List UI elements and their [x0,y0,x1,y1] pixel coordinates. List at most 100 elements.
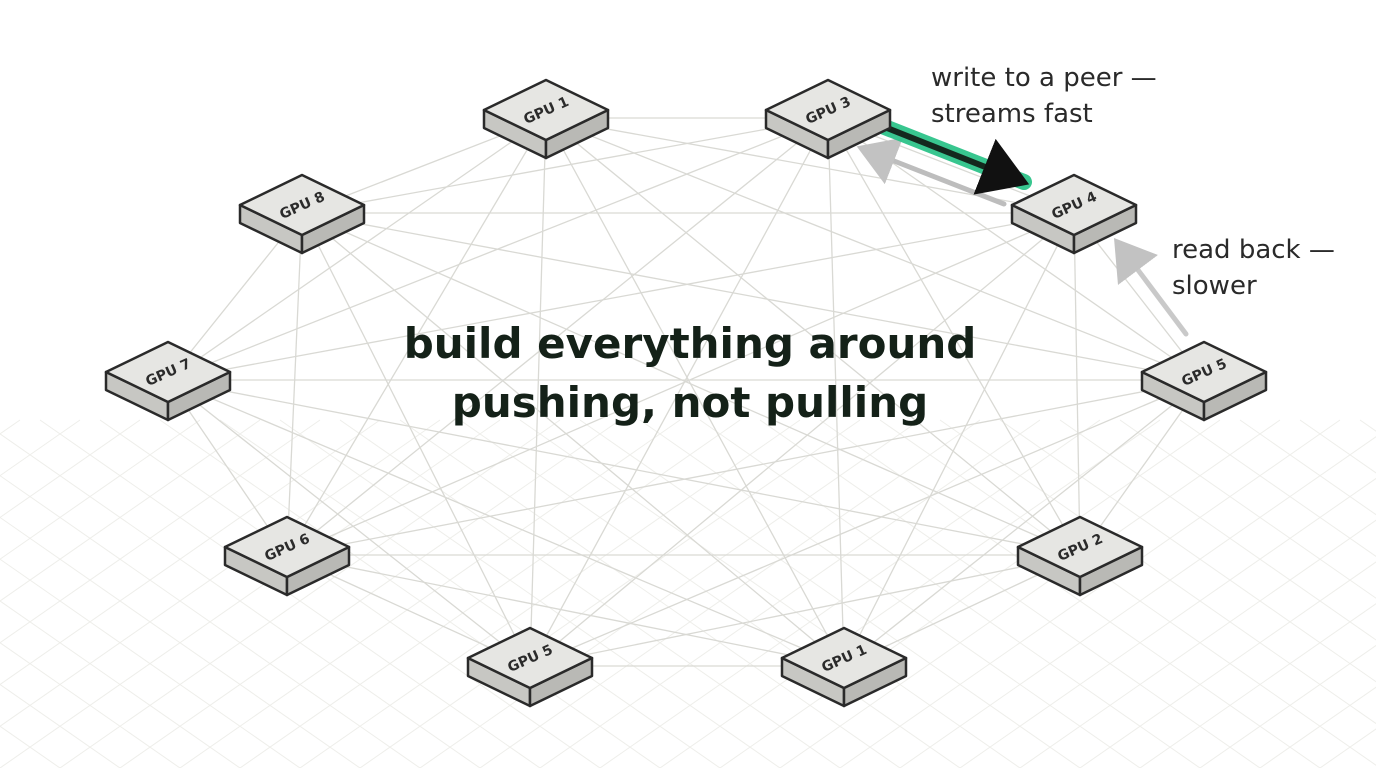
grid-line [459,419,961,768]
mesh-link [286,554,845,667]
transfer-arrows [856,114,1189,337]
gpu-node-n6: GPU 6 [223,515,351,597]
mesh-link [286,117,829,556]
mesh-link [286,212,1075,556]
gpu-node-n3: GPU 3 [764,78,892,160]
mesh-link [286,379,1205,556]
grid-line [819,419,1321,768]
gpu-box-top [104,340,232,404]
read-annotation-line-2: slower [1172,271,1257,301]
mesh-link [167,379,531,667]
gpu-node-n1: GPU 1 [482,78,610,160]
grid-line [879,419,1376,766]
grid-line [699,419,1201,768]
grid-line [1319,728,1376,768]
grid-line [1139,603,1376,768]
grid-line [1179,419,1376,558]
gpu-box-top [780,626,908,690]
grid-line [279,419,781,768]
mesh-link [529,379,1205,667]
gpu-box-top [466,626,594,690]
grid-line [1199,644,1376,768]
mesh-link [286,117,547,556]
grid-line [839,419,1341,768]
grid-line [759,419,1261,768]
grid-line [119,419,621,768]
gpu-node-n2: GPU 2 [1016,515,1144,597]
grid-line [219,419,721,768]
grid-line [0,419,381,686]
grid-line [339,419,841,768]
gpu-box-top [764,78,892,142]
grid-line [1079,561,1376,768]
grid-line [899,436,1376,768]
interconnect-mesh [167,117,1205,667]
grid-line [99,419,601,768]
read-annotation-line-1: read back — [1172,235,1335,265]
grid-line [1359,419,1376,432]
mesh-link [529,212,1075,667]
gpu-box-top [1016,515,1144,579]
return-arrow [856,137,1007,207]
grid-line [1239,419,1376,516]
gpu-box-top [1140,340,1268,404]
mesh-link [167,117,547,381]
grid-line [299,419,801,768]
mesh-link [301,212,845,667]
mesh-link [301,212,1081,556]
grid-line [1019,519,1376,768]
write-arrow [869,119,1030,195]
grid-line [159,419,661,768]
gpu-node-n5r: GPU 5 [1140,340,1268,422]
grid-line [0,419,81,477]
gpu-box-top [1010,173,1138,237]
mesh-link [301,212,531,667]
grid-line [0,419,261,602]
grid-line [1059,419,1376,641]
grid-line [719,419,1221,768]
mesh-link [1073,212,1081,556]
grid-line [1259,686,1376,768]
grid-line [599,419,1101,768]
grid-line [399,419,901,768]
gpu-node-n1b: GPU 1 [780,626,908,708]
grid-line [0,683,121,768]
write-annotation: write to a peer — streams fast [931,60,1157,132]
grid-line [1119,419,1376,599]
write-annotation-line-1: write to a peer — [931,63,1157,93]
gpu-node-n4: GPU 4 [1010,173,1138,255]
headline-line-1: build everything around [403,319,977,368]
mesh-link [286,212,303,556]
mesh-link [545,117,1081,556]
grid-line [0,419,201,560]
grid-line [359,419,861,768]
grid-line [0,475,421,768]
grid-line [0,419,501,768]
mesh-link [529,117,547,667]
grid-line [999,419,1376,683]
grid-line [959,477,1376,768]
mesh-link [301,212,1205,381]
grid-line [239,419,741,768]
grid-line [779,419,1281,768]
grid-line [659,419,1161,768]
grid-line [0,419,441,727]
headline: build everything around pushing, not pul… [340,314,1040,432]
gpu-box-top [482,78,610,142]
write-annotation-line-2: streams fast [931,99,1093,129]
grid-line [179,419,681,768]
grid-line [0,642,181,768]
read-back-arrow [1114,238,1189,337]
grid-line [0,419,141,519]
grid-line [59,419,561,768]
mesh-link [827,117,1081,556]
grid-line [419,419,921,768]
mesh-link [843,212,1075,667]
gpu-node-n8: GPU 8 [238,173,366,255]
mesh-link [167,379,845,667]
grid-line [539,419,1041,768]
mesh-link [545,117,845,667]
mesh-link [843,379,1205,667]
